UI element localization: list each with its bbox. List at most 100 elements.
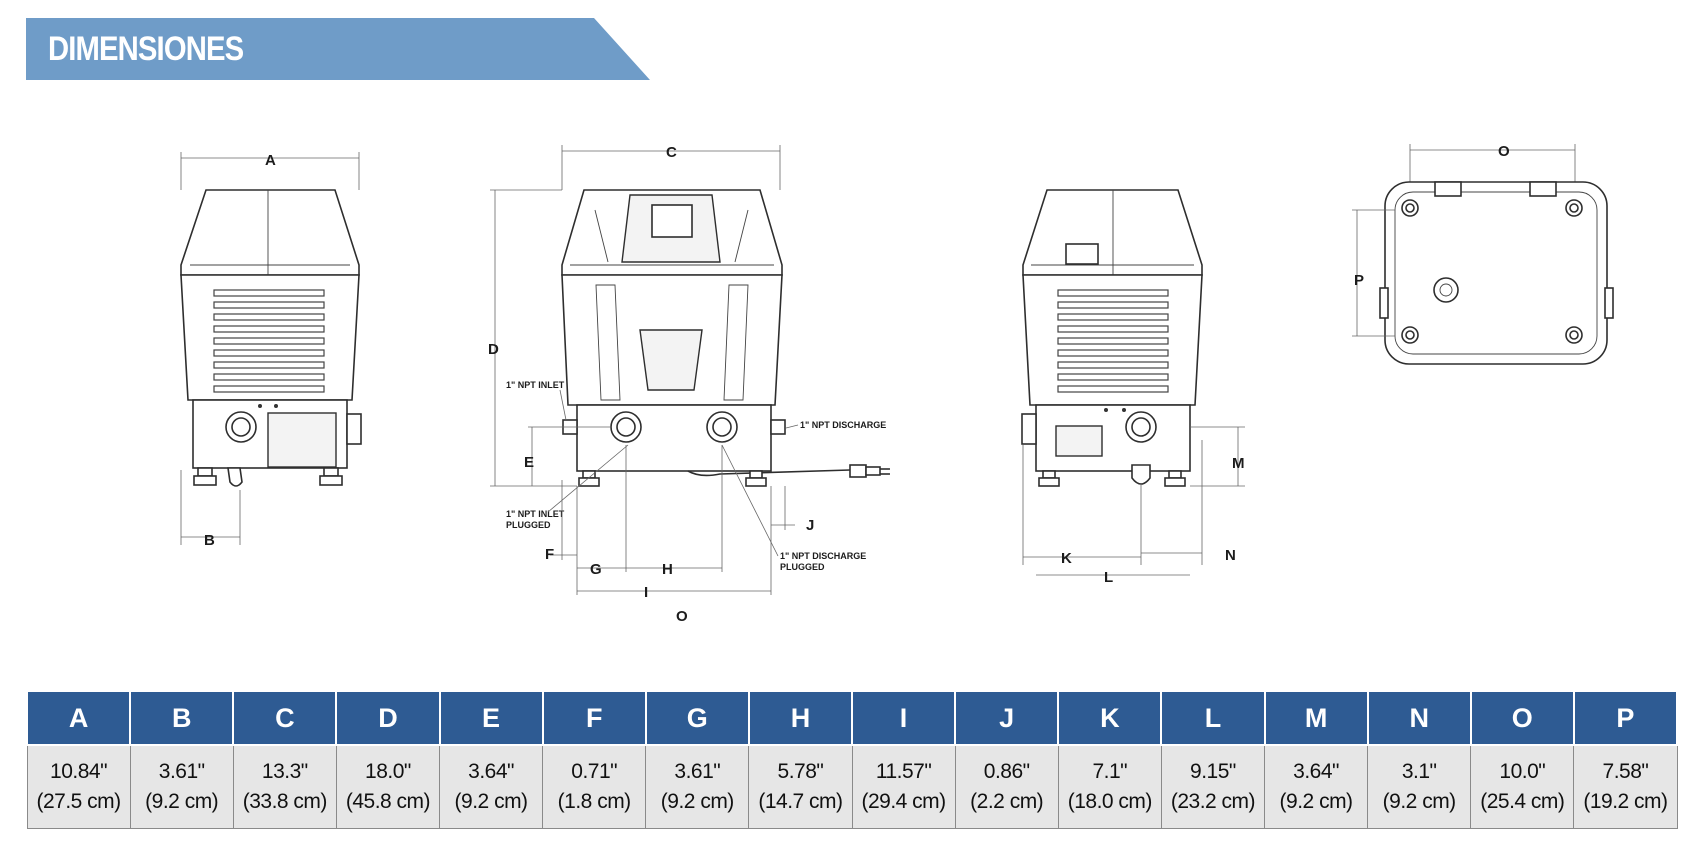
value-metric: (45.8 cm) bbox=[345, 790, 431, 813]
note-npt-inlet-plugged-line2: PLUGGED bbox=[506, 520, 551, 530]
value-metric: (23.2 cm) bbox=[1170, 790, 1256, 813]
value-imperial: 11.57" bbox=[875, 760, 932, 783]
table-cell: 3.61" (9.2 cm) bbox=[129, 744, 234, 829]
table-cell: 13.3" (33.8 cm) bbox=[232, 744, 337, 829]
value-metric: (14.7 cm) bbox=[758, 790, 843, 813]
value-metric: (33.8 cm) bbox=[242, 790, 328, 813]
table-cell: 3.64" (9.2 cm) bbox=[438, 744, 544, 829]
table-header-cell: O bbox=[1469, 690, 1575, 746]
table-header-cell: B bbox=[129, 690, 235, 746]
dim-label-e: E bbox=[524, 454, 534, 471]
view-top: O P bbox=[1352, 143, 1614, 365]
dim-label-n: N bbox=[1225, 547, 1236, 564]
value-metric: (1.8 cm) bbox=[557, 790, 632, 813]
dim-label-g: G bbox=[590, 561, 602, 578]
dim-label-a: A bbox=[265, 152, 276, 169]
value-imperial: 13.3" bbox=[261, 760, 308, 783]
value-metric: (27.5 cm) bbox=[36, 790, 121, 813]
table-cell: 7.58" (19.2 cm) bbox=[1573, 744, 1678, 829]
dim-label-i: I bbox=[644, 584, 648, 601]
value-metric: (2.2 cm) bbox=[970, 790, 1044, 813]
banner-shape bbox=[26, 18, 650, 80]
table-cell: 18.0" (45.8 cm) bbox=[335, 744, 441, 829]
value-metric: (9.2 cm) bbox=[1279, 790, 1354, 813]
value-imperial: 7.58" bbox=[1602, 760, 1649, 783]
value-imperial: 3.64" bbox=[1293, 760, 1339, 783]
table-header-cell: N bbox=[1366, 690, 1472, 746]
rear-vent-grille bbox=[1057, 289, 1169, 393]
table-cell: 0.86" (2.2 cm) bbox=[954, 744, 1059, 829]
table-header-cell: K bbox=[1057, 690, 1163, 746]
table-header-cell: D bbox=[335, 690, 441, 746]
section-banner: DIMENSIONES bbox=[26, 18, 650, 80]
table-cell: 0.71" (1.8 cm) bbox=[542, 744, 647, 829]
view-side-display: C D bbox=[488, 144, 890, 625]
dim-label-f: F bbox=[545, 546, 554, 563]
table-header-cell: A bbox=[25, 690, 132, 746]
value-imperial: 3.64" bbox=[468, 760, 514, 783]
table-cell: 3.61" (9.2 cm) bbox=[645, 744, 750, 829]
table-header-cell: J bbox=[954, 690, 1060, 746]
dim-label-c: C bbox=[666, 144, 677, 161]
value-imperial: 18.0" bbox=[365, 760, 411, 783]
dim-label-p: P bbox=[1354, 272, 1364, 289]
table-cell: 9.15" (23.2 cm) bbox=[1160, 744, 1266, 829]
table-cell: 11.57" (29.4 cm) bbox=[851, 744, 956, 829]
table-header-cell: I bbox=[850, 690, 957, 746]
table-header-cell: F bbox=[541, 690, 647, 746]
value-metric: (9.2 cm) bbox=[454, 790, 529, 813]
table-cell: 3.64" (9.2 cm) bbox=[1263, 744, 1369, 829]
dim-label-d: D bbox=[488, 341, 499, 358]
view-rear: M K N L bbox=[1021, 189, 1245, 586]
dimensions-table: A B C D E F G H I J K L M N O P 10.84" (2… bbox=[25, 690, 1679, 829]
dim-label-o-side: O bbox=[676, 608, 688, 625]
value-metric: (9.2 cm) bbox=[660, 790, 735, 813]
value-metric: (19.2 cm) bbox=[1583, 790, 1668, 813]
dim-label-o-top: O bbox=[1498, 143, 1510, 160]
dim-label-b: B bbox=[204, 532, 215, 549]
value-metric: (29.4 cm) bbox=[861, 790, 946, 813]
dim-label-k: K bbox=[1061, 550, 1072, 567]
value-metric: (25.4 cm) bbox=[1480, 790, 1565, 813]
value-imperial: 9.15" bbox=[1190, 760, 1236, 783]
table-header-cell: L bbox=[1160, 690, 1266, 746]
value-imperial: 3.61" bbox=[674, 760, 721, 783]
table-cell: 10.84" (27.5 cm) bbox=[26, 744, 131, 829]
table-header-cell: C bbox=[232, 690, 338, 746]
table-cell: 10.0" (25.4 cm) bbox=[1470, 744, 1575, 829]
note-npt-inlet: 1" NPT INLET bbox=[506, 380, 565, 390]
value-imperial: 10.0" bbox=[1499, 760, 1546, 783]
value-metric: (18.0 cm) bbox=[1067, 790, 1153, 813]
value-imperial: 10.84" bbox=[50, 760, 108, 783]
dim-label-h: H bbox=[662, 561, 673, 578]
note-npt-discharge: 1" NPT DISCHARGE bbox=[800, 420, 886, 430]
dimension-drawings: A B bbox=[180, 143, 1614, 625]
table-header-cell: H bbox=[747, 690, 854, 746]
dim-label-j: J bbox=[806, 517, 814, 534]
table-header-cell: M bbox=[1263, 690, 1369, 746]
view-front: A B bbox=[180, 152, 362, 549]
value-imperial: 5.78" bbox=[777, 760, 824, 783]
table-header-cell: G bbox=[644, 690, 750, 746]
table-cell: 3.1" (9.2 cm) bbox=[1367, 744, 1472, 829]
table-row: 10.84" (27.5 cm) 3.61" (9.2 cm) 13.3" (33.8… bbox=[26, 744, 1678, 829]
table-cell: 5.78" (14.7 cm) bbox=[748, 744, 853, 829]
dim-label-l: L bbox=[1104, 569, 1113, 586]
value-imperial: 3.1" bbox=[1401, 760, 1437, 783]
value-metric: (9.2 cm) bbox=[1382, 790, 1457, 813]
value-imperial: 0.86" bbox=[983, 760, 1030, 783]
note-npt-discharge-plugged-line1: 1" NPT DISCHARGE bbox=[780, 551, 866, 561]
note-npt-discharge-plugged-line2: PLUGGED bbox=[780, 562, 825, 572]
table-header-cell: E bbox=[438, 690, 544, 746]
value-metric: (9.2 cm) bbox=[145, 790, 219, 813]
value-imperial: 0.71" bbox=[571, 760, 618, 783]
table-header-row: A B C D E F G H I J K L M N O P bbox=[25, 690, 1679, 746]
table-cell: 7.1" (18.0 cm) bbox=[1057, 744, 1162, 829]
dim-label-m: M bbox=[1232, 455, 1245, 472]
value-imperial: 3.61" bbox=[158, 760, 205, 783]
table-header-cell: P bbox=[1572, 690, 1679, 746]
front-vent-grille bbox=[213, 289, 325, 393]
value-imperial: 7.1" bbox=[1092, 760, 1128, 783]
note-npt-inlet-plugged-line1: 1" NPT INLET bbox=[506, 509, 565, 519]
section-title: DIMENSIONES bbox=[48, 30, 244, 68]
